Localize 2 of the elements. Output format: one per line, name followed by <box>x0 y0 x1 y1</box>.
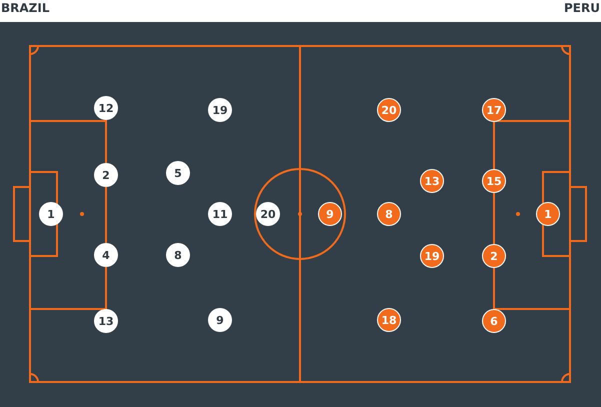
team-name: PERU <box>564 1 600 15</box>
team-name: BRAZIL <box>1 1 50 15</box>
